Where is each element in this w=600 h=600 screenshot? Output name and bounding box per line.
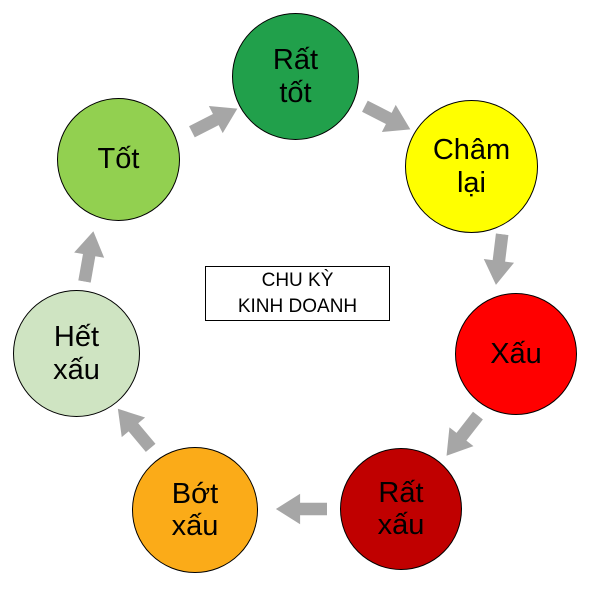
node-het-xau: Hết xấu	[13, 290, 140, 417]
arrow-cham-lai-to-xau-icon	[483, 233, 515, 285]
arrow-shape	[117, 408, 156, 452]
node-rat-xau: Rất xấu	[340, 448, 462, 570]
arrow-het-xau-to-tot-icon	[74, 231, 105, 283]
arrow-shape	[483, 233, 515, 285]
arrow-shape	[275, 493, 327, 525]
node-rat-tot: Rất tốt	[232, 13, 359, 140]
node-cham-lai: Châm lại	[405, 100, 538, 233]
arrow-shape	[446, 411, 483, 456]
arrow-shape	[188, 106, 238, 138]
arrow-rat-tot-to-cham-lai-icon	[361, 100, 411, 132]
node-xau: Xấu	[455, 293, 577, 415]
arrow-bot-xau-to-het-xau-icon	[117, 408, 156, 452]
node-bot-xau: Bớt xấu	[132, 447, 258, 573]
arrow-xau-to-rat-xau-icon	[446, 411, 483, 456]
arrow-rat-xau-to-bot-xau-icon	[275, 493, 327, 525]
cycle-title: CHU KỲ KINH DOANH	[237, 269, 358, 317]
arrow-tot-to-rat-tot-icon	[188, 106, 238, 138]
cycle-title-box: CHU KỲ KINH DOANH	[205, 266, 390, 321]
arrow-shape	[361, 100, 411, 132]
arrow-shape	[74, 231, 105, 283]
node-tot: Tốt	[57, 98, 180, 221]
